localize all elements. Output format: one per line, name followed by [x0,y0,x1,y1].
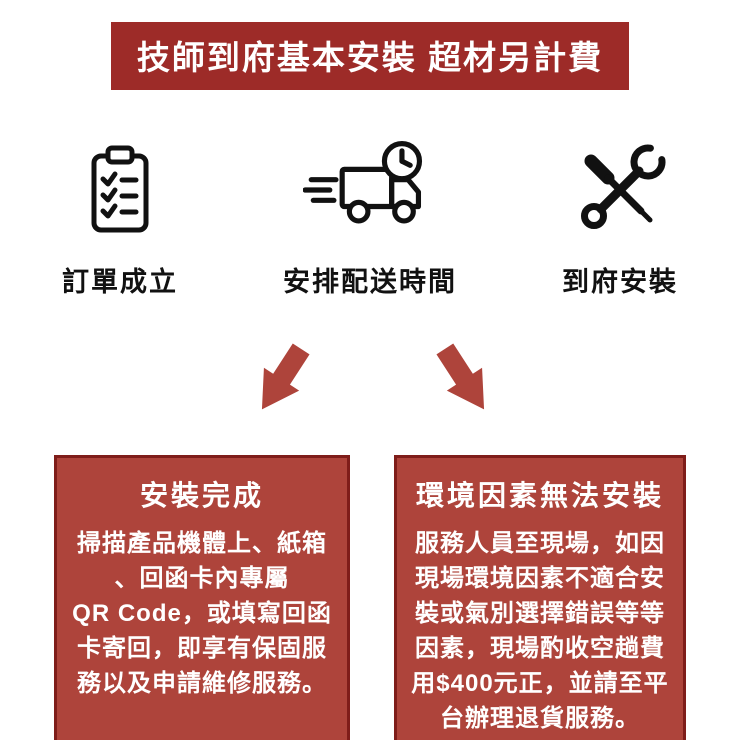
step-order-created: 訂單成立 [62,136,178,299]
down-left-arrow-icon [237,333,325,428]
header-banner: 技師到府基本安裝 超材另計費 [110,22,630,90]
outcome-install-complete: 安裝完成 掃描產品機體上、紙箱 、回函卡內專屬 QR Code，或填寫回函 卡寄… [54,455,350,740]
step-schedule-delivery: 安排配送時間 [283,136,457,299]
process-steps-row: 訂單成立 安排配送時間 [0,136,740,299]
outcomes-row: 安裝完成 掃描產品機體上、紙箱 、回函卡內專屬 QR Code，或填寫回函 卡寄… [0,455,740,740]
outcome-title-install-complete: 安裝完成 [139,480,264,511]
outcome-body-cannot-install: 服務人員至現場，如因 現場環境因素不適合安 裝或氣別選擇錯誤等等 因素，現場酌收… [411,530,669,733]
step-home-install: 到府安裝 [562,136,678,299]
delivery-truck-clock-icon [303,136,437,244]
outcome-title-cannot-install: 環境因素無法安裝 [415,480,664,511]
outcome-body-install-complete: 掃描產品機體上、紙箱 、回函卡內專屬 QR Code，或填寫回函 卡寄回，即享有… [72,530,332,698]
flow-arrows-row [0,337,740,425]
outcome-cannot-install: 環境因素無法安裝 服務人員至現場，如因 現場環境因素不適合安 裝或氣別選擇錯誤等… [394,455,686,740]
down-right-arrow-icon [421,333,509,428]
step-label-home-install: 到府安裝 [562,267,678,297]
step-label-order-created: 訂單成立 [62,267,178,297]
crossed-tools-icon [570,136,670,244]
banner-title: 技師到府基本安裝 超材另計費 [136,39,604,76]
clipboard-checklist-icon [70,136,170,244]
step-label-schedule-delivery: 安排配送時間 [283,267,457,297]
